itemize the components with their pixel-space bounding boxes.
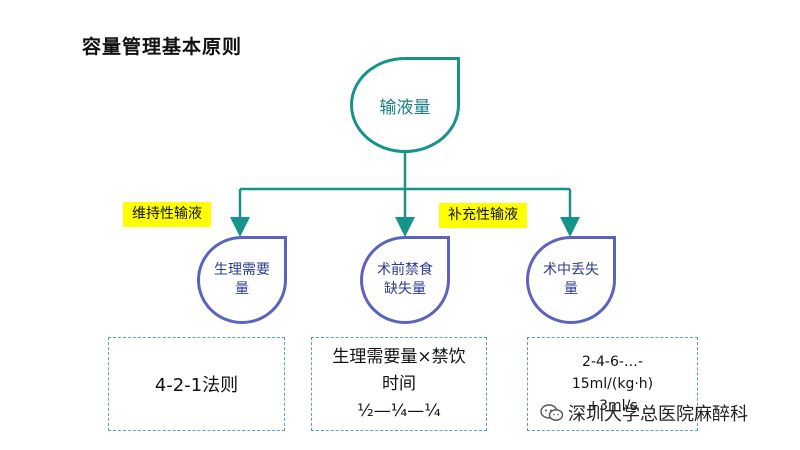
supplementary-infusion-tag: 补充性输液 — [439, 203, 527, 228]
intraop-rule-line-2: 15ml/(kg·h) — [571, 376, 654, 392]
rule-box-fasting: 生理需要量×禁饮 时间 ½—¼—¼ — [311, 337, 487, 431]
intraop-rule-line-3: +3ml/s — [587, 398, 638, 414]
watermark-text: 深圳大学总医院麻醉科 — [568, 404, 748, 425]
root-node: 输液量 — [350, 57, 460, 153]
preop-fasting-loss-node: 术前禁食缺失量 — [360, 236, 450, 324]
maintenance-infusion-tag: 维持性输液 — [123, 202, 211, 227]
preop-fasting-loss-label: 术前禁食缺失量 — [377, 262, 433, 297]
rule-421: 4-2-1法则 — [154, 375, 239, 396]
watermark: 深圳大学总医院麻醉科 — [540, 400, 748, 426]
fasting-rule-line-2: 时间 — [382, 373, 416, 394]
intraop-rule-line-1: 2-4-6-…- — [582, 354, 643, 370]
wechat-icon — [540, 404, 564, 422]
root-node-label: 输液量 — [379, 97, 431, 118]
page-title: 容量管理基本原则 — [82, 36, 243, 58]
intraop-loss-node: 术中丢失量 — [526, 236, 616, 324]
physiological-need-label: 生理需要量 — [214, 262, 270, 297]
rule-box-intraop: 2-4-6-…- 15ml/(kg·h) +3ml/s — [527, 337, 698, 431]
fasting-rule-line-1: 生理需要量×禁饮 — [332, 346, 466, 367]
fasting-rule-line-3: ½—¼—¼ — [357, 400, 441, 421]
intraop-loss-label: 术中丢失量 — [543, 262, 599, 297]
rule-box-physiological: 4-2-1法则 — [108, 337, 285, 431]
physiological-need-node: 生理需要量 — [197, 236, 287, 324]
